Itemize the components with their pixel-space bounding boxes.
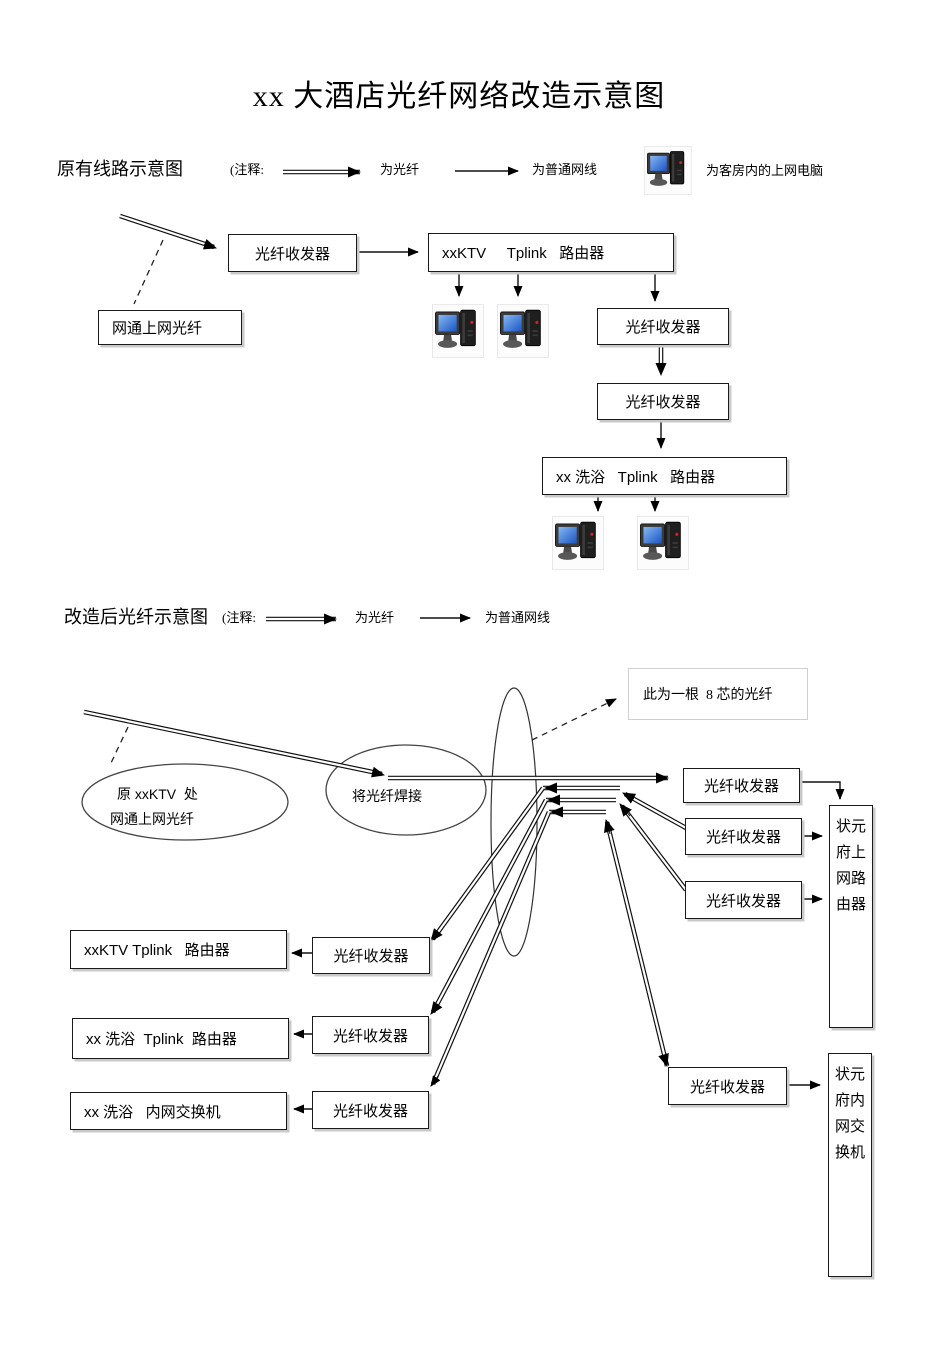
legend1-fiber-label: 为光纤	[380, 162, 420, 177]
s2-fiber-transceiver-r1: 光纤收发器	[683, 768, 800, 803]
computer-icon	[637, 516, 689, 570]
section1-header: 原有线路示意图	[57, 159, 183, 179]
origin-ellipse-line2: 网通上网光纤	[110, 813, 194, 828]
origin-ellipse	[81, 763, 289, 841]
computer-icon	[432, 302, 484, 360]
s2-annotation-box: 此为一根 8 芯的光纤	[628, 668, 808, 720]
s1-ktv-router: xxKTV Tplink 路由器	[428, 233, 674, 272]
s2-ktv-router: xxKTV Tplink 路由器	[70, 930, 287, 969]
page-title: xx 大酒店光纤网络改造示意图	[252, 80, 666, 113]
s2-bath-switch: xx 洗浴 内网交换机	[70, 1092, 287, 1130]
computer-icon	[552, 516, 604, 570]
splice-ellipse	[325, 744, 487, 836]
legend1-cable-label: 为普通网线	[532, 162, 598, 177]
s2-zhuangyuanfu-switch: 状元府内网交换机	[828, 1053, 872, 1277]
s2-zhuangyuanfu-router: 状元府上网路由器	[829, 805, 873, 1028]
s1-fiber-transceiver-1: 光纤收发器	[228, 234, 357, 272]
s2-fiber-transceiver-l2: 光纤收发器	[312, 1016, 429, 1054]
legend1-note: (注释:	[230, 162, 264, 177]
s2-fiber-transceiver-r4: 光纤收发器	[668, 1067, 787, 1105]
section2-header: 改造后光纤示意图	[64, 607, 208, 627]
s2-origin-callout-dash	[110, 726, 129, 764]
s1-bath-router: xx 洗浴 Tplink 路由器	[542, 457, 787, 495]
legend2-cable-label: 为普通网线	[485, 610, 551, 625]
s1-fiber-transceiver-3: 光纤收发器	[597, 383, 729, 420]
computer-icon	[638, 146, 698, 195]
s2-bath-router: xx 洗浴 Tplink 路由器	[72, 1018, 289, 1059]
s2-fiber-transceiver-r2: 光纤收发器	[685, 818, 802, 855]
s1-netcom-callout-dash	[133, 239, 164, 305]
s1-netcom-fiber-box: 网通上网光纤	[98, 310, 242, 345]
s2-fiber-transceiver-r3: 光纤收发器	[685, 881, 802, 919]
s2-fiber-transceiver-l1: 光纤收发器	[312, 937, 430, 974]
splice-ellipse-label: 将光纤焊接	[352, 790, 422, 805]
s2-annotation-dash-arrow	[531, 698, 617, 741]
s2-fiber-transceiver-l3: 光纤收发器	[312, 1091, 429, 1129]
legend2-note: (注释:	[222, 610, 256, 625]
fiber-bundle-ellipse	[490, 687, 538, 957]
legend2-fiber-label: 为光纤	[355, 610, 395, 625]
computer-icon	[497, 302, 549, 360]
legend1-pc-label: 为客房内的上网电脑	[706, 163, 824, 178]
origin-ellipse-line1: 原 xxKTV 处	[117, 786, 198, 802]
s1-fiber-transceiver-2: 光纤收发器	[597, 308, 729, 345]
